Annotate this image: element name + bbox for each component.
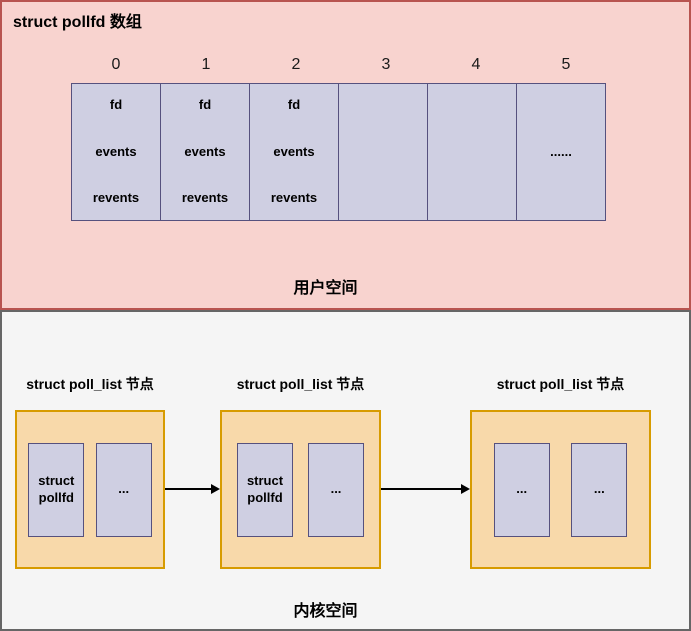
array-cell-4 xyxy=(427,83,517,221)
node-1-slot-pollfd: struct pollfd xyxy=(28,442,85,537)
array-cell-5: ...... xyxy=(516,83,606,221)
pollfd-array: fd events revents fd events revents fd e… xyxy=(71,83,606,221)
array-index-4: 4 xyxy=(471,56,481,73)
pollfd-array-title: struct pollfd 数组 xyxy=(13,14,142,31)
cell-field-events: events xyxy=(273,143,315,159)
link-arrow-2 xyxy=(381,484,470,494)
poll-list-node-1-label: struct poll_list 节点 xyxy=(26,376,154,392)
kernel-space-label: 内核空间 xyxy=(293,603,358,620)
node-3-slot-ellipsis-1: ... xyxy=(493,442,550,537)
arrow-head-icon xyxy=(461,484,470,494)
poll-list-node-2-label: struct poll_list 节点 xyxy=(236,376,365,392)
array-index-0: 0 xyxy=(111,56,121,73)
cell-field-revents: revents xyxy=(92,190,140,205)
node-1-slot-ellipsis: ... xyxy=(95,442,152,537)
cell-field-fd: fd xyxy=(287,97,301,112)
user-space-label: 用户空间 xyxy=(293,280,358,297)
arrow-line xyxy=(165,488,211,490)
array-index-3: 3 xyxy=(381,56,391,73)
array-cell-1: fd events revents xyxy=(160,83,250,221)
array-cell-3 xyxy=(338,83,428,221)
node-3-slot-ellipsis-2: ... xyxy=(571,442,628,537)
array-index-row: 0 1 2 3 4 5 xyxy=(71,56,611,74)
cell-field-events: events xyxy=(95,143,137,159)
user-space-section: struct pollfd 数组 0 1 2 3 4 5 fd events r… xyxy=(0,0,691,310)
poll-list-node-1: struct pollfd ... xyxy=(15,410,165,569)
cell-field-revents: revents xyxy=(181,190,229,205)
cell-field-revents: revents xyxy=(270,190,318,205)
cell-field-fd: fd xyxy=(198,97,212,112)
node-2-slot-ellipsis: ... xyxy=(308,442,364,537)
poll-list-node-2: struct pollfd ... xyxy=(220,410,381,569)
poll-list-node-3-label: struct poll_list 节点 xyxy=(496,376,625,392)
kernel-space-section: struct poll_list 节点 struct poll_list 节点 … xyxy=(0,310,691,631)
array-cell-0: fd events revents xyxy=(71,83,161,221)
arrow-line xyxy=(381,488,461,490)
node-2-slot-pollfd: struct pollfd xyxy=(237,442,293,537)
array-cell-2: fd events revents xyxy=(249,83,339,221)
poll-list-node-3: ... ... xyxy=(470,410,651,569)
cell-ellipsis: ...... xyxy=(550,143,572,159)
arrow-head-icon xyxy=(211,484,220,494)
cell-field-fd: fd xyxy=(109,97,123,112)
array-index-5: 5 xyxy=(561,56,571,73)
cell-field-events: events xyxy=(184,143,226,159)
link-arrow-1 xyxy=(165,484,220,494)
array-index-2: 2 xyxy=(291,56,301,73)
array-index-1: 1 xyxy=(201,56,211,73)
